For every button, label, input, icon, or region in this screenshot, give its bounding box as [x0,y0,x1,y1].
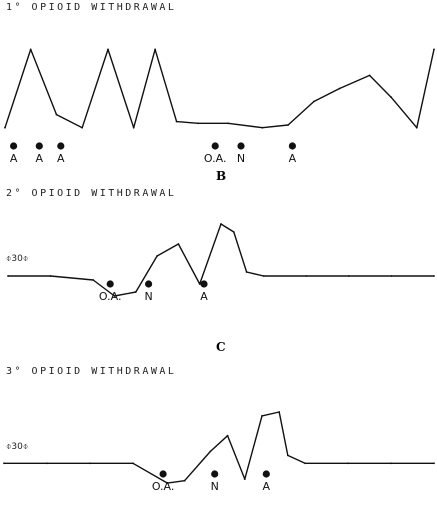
trace-point [156,255,159,257]
panel-b-trace-line [8,223,434,297]
trace-point [390,96,392,99]
trace-point [287,124,289,126]
event-marker-dot [159,470,167,478]
panel-c-scale-label: ⌽30⌽ [6,442,29,452]
event-label: N [237,152,245,165]
trace-point [220,223,222,225]
trace-point [175,120,178,123]
trace-point [313,100,315,103]
panel-a-trace-line [4,48,435,129]
trace-point [134,291,137,293]
trace-point [166,482,169,484]
event-marker-dot [237,142,245,150]
panel-b-scale-label: ⌽30⌽ [6,254,29,264]
trace-point [132,462,134,465]
panel-b-title: 2° OPIOID WITHDRAWAL [6,188,177,199]
trace-point [226,434,229,437]
trace-point [433,275,435,277]
event-label: A [289,152,297,165]
trace-point [89,462,91,465]
trace-point [55,113,58,116]
trace-point [261,126,264,129]
trace-point [198,283,201,285]
trace-point [227,122,230,125]
event-marker-dot [200,280,208,288]
trace-point [347,275,350,277]
trace-point [433,462,435,465]
event-label: O.A. [204,152,227,165]
trace-point [347,462,349,465]
trace-point [245,271,248,273]
trace-point [304,462,306,465]
trace-point [4,126,6,129]
trace-point [390,275,393,277]
panel-b: B 2° OPIOID WITHDRAWAL ⌽30⌽ O.A. N A [0,169,437,348]
panel-c: C 3° OPIOID WITHDRAWAL ⌽30⌽ O.A. N A [0,340,437,521]
event-marker-dot [288,142,296,150]
event-marker-dot [211,142,219,150]
trace-point [81,126,84,129]
trace-point [183,479,186,482]
event-marker-dot [106,280,114,288]
trace-point [132,126,135,129]
panel-c-trace-line [4,411,434,484]
trace-point [113,295,116,297]
trace-point [243,478,246,480]
panel-b-trace: O.A. N A [7,223,435,303]
trace-point [433,48,435,51]
event-label: A [263,480,271,493]
trace-point [177,243,180,245]
panel-c-trace: O.A. N A [3,411,435,493]
trace-point [261,415,263,417]
trace-point [262,275,265,277]
event-label: O.A. [99,290,122,303]
event-label: O.A. [152,480,175,493]
trace-point [305,275,308,277]
trace-point [368,74,371,77]
panel-b-letter: B [216,169,227,183]
trace-point [286,454,289,457]
trace-point [338,87,341,90]
panel-a-title: 1° OPIOID WITHDRAWAL [6,2,177,13]
event-label: A [36,152,44,165]
trace-point [154,48,157,51]
trace-point [415,126,418,129]
event-marker-dot [35,142,43,150]
event-marker-dot [57,142,65,150]
event-label: A [10,152,18,165]
trace-point [390,462,392,465]
panel-c-title: 3° OPIOID WITHDRAWAL [6,366,177,377]
trace-point [3,462,5,465]
event-marker-dot [211,470,219,478]
event-label: A [200,290,208,303]
trace-point [107,48,109,51]
event-label: N [211,480,219,493]
event-label: A [57,152,65,165]
trace-point [232,231,235,233]
trace-point [92,279,95,281]
trace-point [7,275,9,277]
trace-point [209,450,212,453]
trace-point [49,275,52,277]
panel-c-letter: C [216,340,226,354]
event-marker-dot [10,142,18,150]
trace-point [278,411,281,413]
trace-point [197,122,200,125]
trace-point [29,48,32,51]
trace-point [46,462,48,465]
event-marker-dot [145,280,153,288]
event-label: N [144,290,152,303]
event-marker-dot [262,470,270,478]
